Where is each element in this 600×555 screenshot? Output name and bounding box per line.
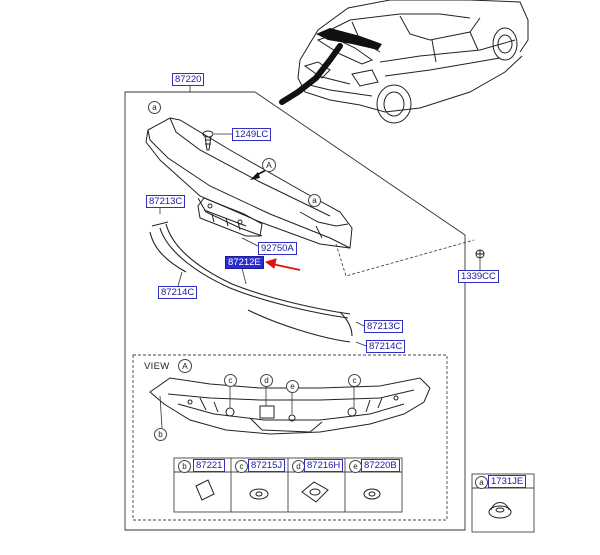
- callout-view-ref: A: [262, 158, 276, 172]
- clip-1339cc: [475, 249, 485, 259]
- part-label-1249lc[interactable]: 1249LC: [232, 128, 272, 141]
- view-title-ref: A: [178, 359, 192, 373]
- callout-view-e: e: [286, 380, 299, 393]
- red-arrow: [264, 258, 301, 271]
- part-label-87213c-top[interactable]: 87213C: [146, 195, 186, 208]
- side-table-part-1731je[interactable]: 1731JE: [488, 475, 527, 488]
- table-part-87221[interactable]: 87221: [193, 459, 226, 472]
- parts-table-grid: [173, 457, 403, 513]
- table-part-87216h[interactable]: 87216H: [304, 459, 344, 472]
- seal-strips-right: [247, 309, 353, 343]
- table-letter-b: b: [178, 460, 191, 473]
- part-label-92750a[interactable]: 92750A: [258, 242, 297, 255]
- table-part-87220b[interactable]: 87220B: [361, 459, 400, 472]
- side-table-letter-a: a: [475, 476, 488, 489]
- table-part-87215j[interactable]: 87215J: [248, 459, 286, 472]
- part-label-87220[interactable]: 87220: [172, 73, 205, 86]
- view-box: [132, 354, 448, 521]
- callout-view-d: d: [260, 374, 273, 387]
- stop-lamp: [197, 197, 263, 237]
- part-label-87212e[interactable]: 87212E: [225, 256, 264, 269]
- callout-a-right: a: [308, 194, 321, 207]
- seal-strips-left: [149, 221, 351, 319]
- table-parts-sketches: [195, 479, 381, 503]
- main-frame: [124, 91, 466, 531]
- part-label-87214c-left[interactable]: 87214C: [158, 286, 198, 299]
- screw-1249lc: [202, 130, 214, 151]
- car-illustration: [297, 0, 529, 124]
- view-title-label: VIEW: [144, 361, 170, 372]
- callout-view-c2: c: [348, 374, 361, 387]
- callout-view-b: b: [154, 428, 167, 441]
- part-label-87214c-right[interactable]: 87214C: [366, 340, 406, 353]
- grommet-sketch: [488, 502, 512, 519]
- spoiler-assembly: [145, 117, 353, 249]
- table-letter-c: c: [235, 460, 248, 473]
- part-label-87213c-right[interactable]: 87213C: [364, 320, 404, 333]
- callout-view-c1: c: [224, 374, 237, 387]
- part-label-1339cc[interactable]: 1339CC: [458, 270, 499, 283]
- callout-a-top: a: [148, 101, 161, 114]
- spoiler-highlight: [316, 28, 382, 50]
- view-spoiler: [149, 377, 431, 435]
- car-leader: [279, 43, 343, 105]
- leader-1339cc: [335, 239, 475, 277]
- view-a-arrow: [250, 169, 267, 180]
